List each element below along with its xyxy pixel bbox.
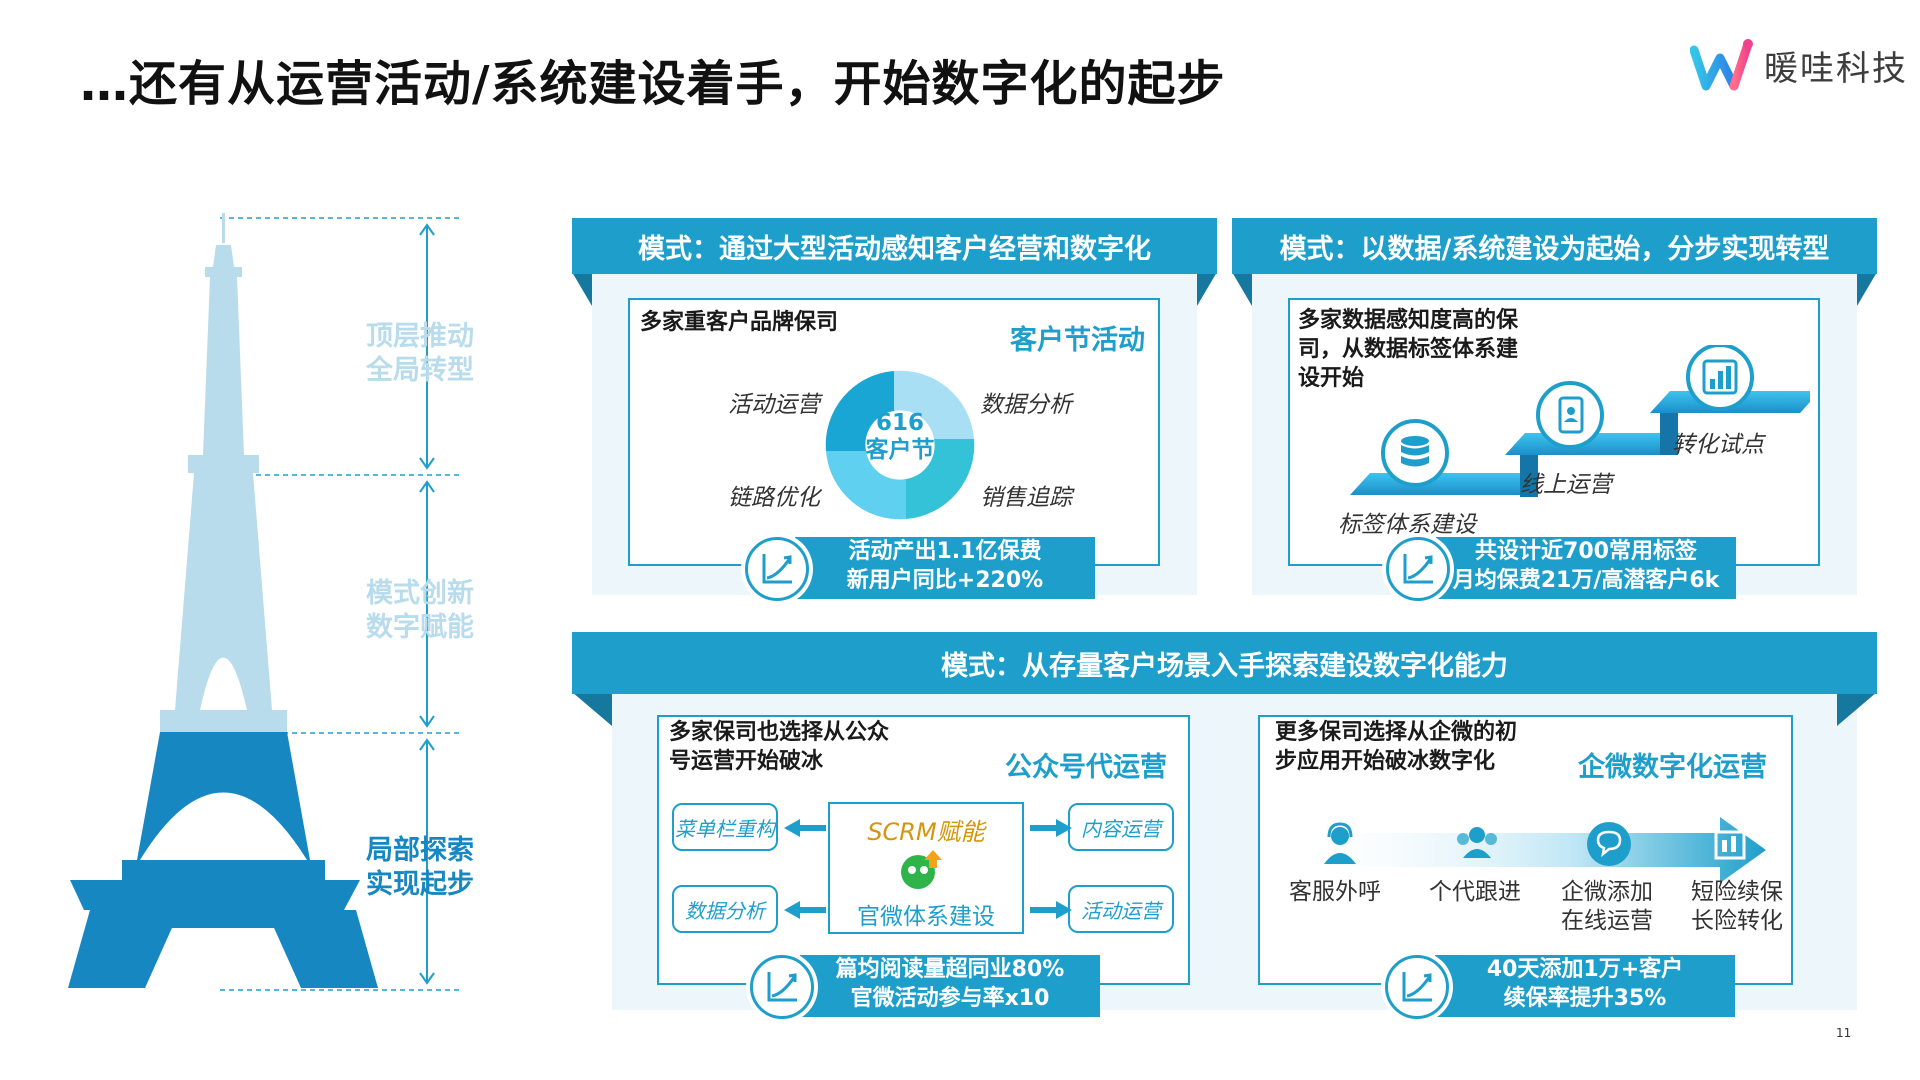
cycle-label-link-optimize: 链路优化 <box>728 485 820 511</box>
step-label-online-ops: 线上运营 <box>1520 472 1612 498</box>
scrm-item-activity-ops: 活动运营 <box>1068 885 1174 933</box>
panel1-result-line2: 新用户同比+220% <box>846 568 1044 593</box>
level-label-bottom-line1: 局部探索 <box>366 835 474 866</box>
panel2-box-title-line3: 设开始 <box>1298 366 1365 391</box>
panel3-left-result-line1: 篇均阅读量超同业80% <box>835 957 1065 982</box>
flow-step-renewal-line1: 短险续保 <box>1691 879 1783 905</box>
scrm-item-data-analysis: 数据分析 <box>672 885 778 933</box>
level-label-middle-line1: 模式创新 <box>366 578 474 609</box>
panel1-result: 活动产出1.1亿保费 新用户同比+220% <box>795 537 1095 599</box>
scrm-item-menu-rebuild: 菜单栏重构 <box>672 803 778 851</box>
level-label-top: 顶层推动 全局转型 <box>350 320 490 388</box>
panel2-result: 共设计近700常用标签 月均保费21万/高潜客户6k <box>1436 537 1736 599</box>
scrm-arrows <box>784 819 1072 919</box>
eiffel-tower-illustration <box>68 213 460 991</box>
flow-step-agent-followup: 个代跟进 <box>1415 878 1535 907</box>
headset-agent-icon <box>1318 822 1362 866</box>
growth-chart-icon <box>745 537 809 601</box>
panel2-result-line2: 月均保费21万/高潜客户6k <box>1452 568 1720 593</box>
panel3-header: 模式：从存量客户场景入手探索建设数字化能力 <box>572 632 1877 694</box>
panel3-right-box-title-line1: 更多保司选择从企微的初 <box>1275 720 1518 745</box>
panel3-right-box-title-line2: 步应用开始破冰数字化 <box>1275 749 1496 774</box>
panel3-left-box-title-line1: 多家保司也选择从公众 <box>669 720 890 745</box>
level-label-middle: 模式创新 数字赋能 <box>350 577 490 645</box>
panel3-right-box-title: 更多保司选择从企微的初 步应用开始破冰数字化 <box>1275 718 1517 776</box>
mobile-profile-icon <box>1551 395 1591 435</box>
step-label-conversion-pilot: 转化试点 <box>1672 432 1764 458</box>
qiwei-flow-arrow <box>1290 817 1766 883</box>
growth-chart-icon <box>1385 955 1449 1019</box>
flow-step-qiwei-add-line1: 企微添加 <box>1561 879 1653 905</box>
flow-step-outbound-call: 客服外呼 <box>1275 878 1395 907</box>
database-icon <box>1395 433 1435 473</box>
panel3-right-result-line2: 续保率提升35% <box>1503 986 1667 1011</box>
cycle-label-sales-tracking: 销售追踪 <box>980 485 1072 511</box>
flow-step-qiwei-add: 企微添加 在线运营 <box>1547 878 1667 936</box>
panel3-left-result: 篇均阅读量超同业80% 官微活动参与率x10 <box>800 955 1100 1017</box>
panel1-box-title: 多家重客户品牌保司 <box>640 310 839 335</box>
cycle-center: 616 客户节 <box>850 410 950 464</box>
cycle-label-activity-ops: 活动运营 <box>728 392 820 418</box>
scrm-center-bottom: 官微体系建设 <box>857 904 995 930</box>
flow-step-outbound-call-line1: 客服外呼 <box>1289 879 1381 905</box>
panel1-header: 模式：通过大型活动感知客户经营和数字化 <box>572 218 1217 274</box>
brand-logo-text: 暖哇科技 <box>1764 48 1908 89</box>
scrm-center-top: SCRM赋能 <box>867 818 985 846</box>
panel3-left-result-line2: 官微活动参与率x10 <box>850 986 1050 1011</box>
cycle-center-line1: 616 <box>875 410 924 436</box>
cycle-diagram <box>825 370 975 520</box>
panel3-right-result: 40天添加1万+客户 续保率提升35% <box>1435 955 1735 1017</box>
panel3-right-accent: 企微数字化运营 <box>1578 752 1767 783</box>
level-label-bottom-line2: 实现起步 <box>366 869 474 900</box>
panel2-result-line1: 共设计近700常用标签 <box>1475 539 1697 564</box>
flow-step-renewal-line2: 长险转化 <box>1691 908 1783 934</box>
step-label-tag-system: 标签体系建设 <box>1338 512 1476 538</box>
team-users-icon <box>1452 822 1502 866</box>
panel2-header-folds <box>1232 272 1877 306</box>
panel2-box-title-line2: 司，从数据标签体系建 <box>1298 337 1519 362</box>
scrm-item-content-ops: 内容运营 <box>1068 803 1174 851</box>
growth-chart-icon <box>750 955 814 1019</box>
level-label-top-line1: 顶层推动 <box>366 321 474 352</box>
cycle-label-data-analysis: 数据分析 <box>980 392 1072 418</box>
panel2-box-title-line1: 多家数据感知度高的保 <box>1298 308 1519 333</box>
panel1-result-line1: 活动产出1.1亿保费 <box>848 539 1042 564</box>
flow-step-renewal: 短险续保 长险转化 <box>1677 878 1797 936</box>
panel3-right-result-line1: 40天添加1万+客户 <box>1486 957 1684 982</box>
panel2-header: 模式：以数据/系统建设为起始，分步实现转型 <box>1232 218 1877 274</box>
growth-chart-icon <box>1386 537 1450 601</box>
brand-logo-icon <box>1690 39 1753 91</box>
panel3-left-box-title: 多家保司也选择从公众 号运营开始破冰 <box>669 718 889 776</box>
page-number: 11 <box>1836 1026 1852 1040</box>
bar-chart-icon <box>1700 357 1740 397</box>
panel3-left-accent: 公众号代运营 <box>1005 752 1167 783</box>
brand-logo: 暖哇科技 <box>1690 30 1910 100</box>
panel1-header-folds <box>572 272 1217 306</box>
page-title: …还有从运营活动/系统建设着手，开始数字化的起步 <box>80 56 1226 112</box>
panel1-accent: 客户节活动 <box>1010 325 1145 356</box>
panel3-left-box-title-line2: 号运营开始破冰 <box>669 749 824 774</box>
flow-step-qiwei-add-line2: 在线运营 <box>1561 908 1653 934</box>
cycle-center-line2: 客户节 <box>865 437 935 463</box>
wechat-icon <box>898 848 954 892</box>
level-label-top-line2: 全局转型 <box>366 355 474 386</box>
panel2-box-title: 多家数据感知度高的保 司，从数据标签体系建 设开始 <box>1298 306 1518 393</box>
chat-bubble-icon <box>1585 820 1633 868</box>
flow-step-agent-followup-line1: 个代跟进 <box>1429 879 1521 905</box>
panel3-header-folds <box>572 692 1877 726</box>
level-label-bottom: 局部探索 实现起步 <box>350 834 490 902</box>
shield-conversion-icon <box>1712 822 1762 866</box>
level-label-middle-line2: 数字赋能 <box>366 612 474 643</box>
